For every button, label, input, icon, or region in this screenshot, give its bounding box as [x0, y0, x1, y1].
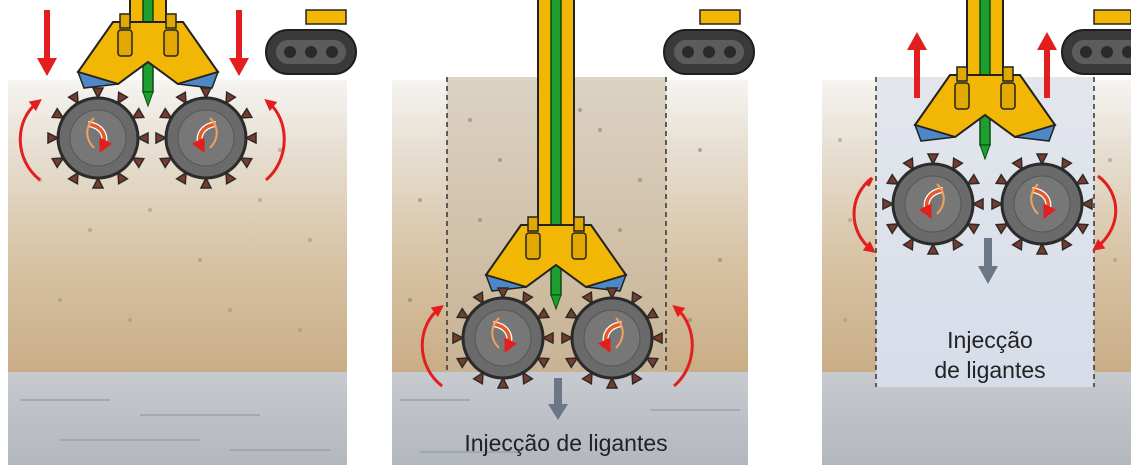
rotation-arrow-icon: [1092, 174, 1118, 251]
excavator-track-icon: [663, 29, 755, 75]
panel-3-extraction: [822, 0, 1131, 465]
up-arrow-icon: [1037, 32, 1057, 98]
excavator-track-icon: [265, 29, 357, 75]
excavator-track-icon: [1061, 29, 1131, 75]
down-arrow-icon: [37, 10, 57, 76]
panel-2-binder-injection: [392, 0, 755, 465]
bedrock-layer: [392, 372, 748, 465]
panel-2-label: Injecção de ligantes: [464, 430, 668, 456]
up-arrow-icon: [907, 32, 927, 98]
bedrock-layer: [8, 372, 347, 465]
panel-1-penetration: [8, 0, 357, 465]
flow-arrow-icon: [978, 238, 998, 284]
panel-3-label-line-1: Injecção: [947, 327, 1033, 353]
down-arrow-icon: [229, 10, 249, 76]
panel-3-label-line-2: de ligantes: [934, 357, 1046, 383]
rotation-arrow-icon: [852, 176, 876, 253]
flow-arrow-icon: [548, 378, 568, 420]
bedrock-layer: [822, 372, 1131, 465]
